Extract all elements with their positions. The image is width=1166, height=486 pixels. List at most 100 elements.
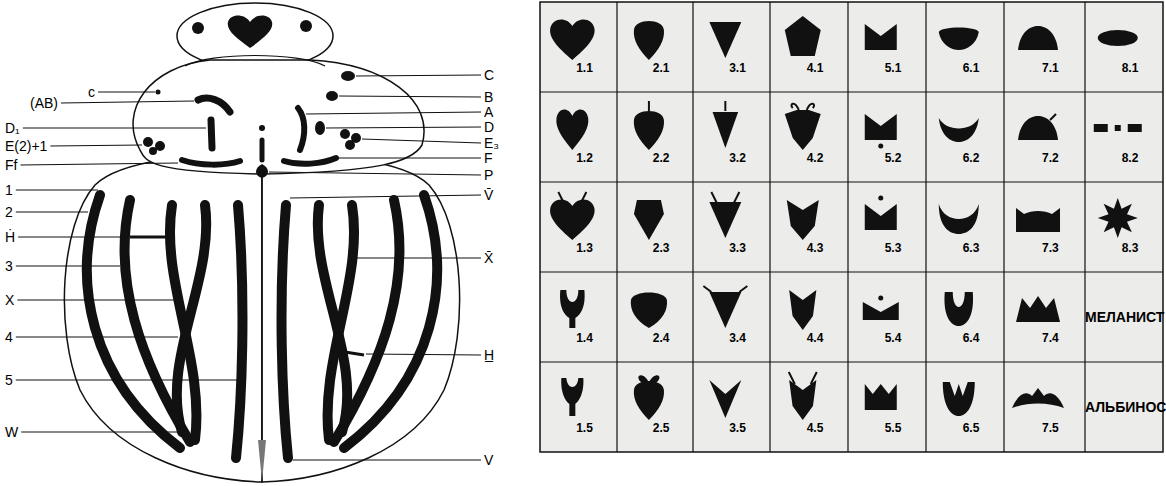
variant-number: 6.1: [963, 60, 980, 76]
leader-line: [18, 237, 128, 238]
variant-shape: [634, 101, 664, 150]
variant-shape: [709, 22, 741, 58]
variant-shape: [1098, 30, 1138, 46]
table-grid: [540, 2, 1163, 452]
head-spot: [192, 22, 204, 34]
leader-line: [326, 127, 481, 128]
variant-class: АЛЬБИНОС: [1085, 399, 1163, 415]
callout-label: 1: [5, 182, 13, 198]
variant-shape: [1094, 124, 1142, 132]
leader-line: [339, 96, 481, 97]
callout-label: H̲: [484, 347, 494, 363]
variant-number: 2.1: [653, 60, 670, 76]
variant-number: 6.5: [963, 420, 980, 436]
variant-number: 3.1: [729, 60, 746, 76]
variant-number: 2.3: [653, 240, 670, 256]
variant-shape: [785, 104, 821, 150]
variant-number: 2.4: [653, 330, 670, 346]
variant-number: 5.2: [885, 150, 902, 166]
variant-table: [540, 2, 1163, 452]
callout-label: c: [88, 84, 95, 100]
variant-number: 5.1: [885, 60, 902, 76]
leader-line: [306, 112, 481, 114]
variant-shape: [1016, 208, 1060, 232]
head-heart-spot: [228, 16, 273, 48]
variant-shape: [789, 290, 816, 330]
leader-line: [20, 163, 178, 165]
callout-label: 5: [5, 372, 13, 388]
variant-shape: [1018, 26, 1058, 50]
variant-shape: [939, 28, 979, 51]
variant-number: 2.5: [653, 420, 670, 436]
callout-label: Ff: [5, 157, 17, 173]
variant-shape: [943, 382, 975, 416]
variant-number: 1.2: [576, 150, 593, 166]
variant-shape: [709, 192, 741, 238]
variant-number: 7.5: [1042, 420, 1059, 436]
variant-number: 7.1: [1042, 60, 1059, 76]
leader-line: [23, 128, 206, 129]
callout-label: W: [5, 424, 18, 440]
callout-label: F: [484, 150, 493, 166]
leader-line: [21, 432, 178, 433]
leader-line: [50, 145, 142, 146]
variant-number: 5.5: [885, 420, 902, 436]
suture-tip: [258, 440, 266, 482]
leader-line: [16, 190, 98, 191]
leader-line: [98, 92, 155, 93]
variant-number: 3.5: [729, 420, 746, 436]
callout-label: C: [484, 67, 494, 83]
variant-number: 1.3: [576, 240, 593, 256]
callout-label: A: [484, 104, 493, 120]
variant-number: 5.3: [885, 240, 902, 256]
variant-shape: [634, 21, 664, 60]
variant-number: 6.4: [963, 330, 980, 346]
variant-shape: [787, 200, 819, 240]
callout-label: X̄: [484, 250, 493, 266]
callout-label: D: [484, 119, 494, 135]
callout-label: P: [484, 167, 493, 183]
variant-shape: [550, 192, 595, 240]
variant-shape: [1016, 296, 1060, 322]
callout-label: E₃: [484, 135, 499, 151]
variant-shape: [939, 204, 979, 234]
variant-number: 8.1: [1122, 60, 1139, 76]
variant-number: 5.4: [885, 330, 902, 346]
variant-number: 8.2: [1122, 150, 1139, 166]
variant-number: 6.2: [963, 150, 980, 166]
leader-line: [16, 266, 120, 267]
variant-number: 4.3: [807, 240, 824, 256]
variant-number: 1.5: [576, 420, 593, 436]
variant-class: МЕЛАНИСТ: [1085, 309, 1163, 325]
callout-label: V: [484, 452, 493, 468]
callout-label: (AB): [30, 95, 58, 111]
variant-shape: [713, 101, 739, 148]
variant-shape: [631, 293, 667, 329]
variant-shape: [865, 196, 897, 231]
leader-line: [61, 101, 194, 103]
variant-shape: [865, 114, 897, 149]
variant-shape: [709, 380, 741, 418]
variant-shape: [703, 286, 747, 328]
variant-shape: [865, 384, 897, 410]
callout-label: B: [484, 89, 493, 105]
variant-shape: [785, 16, 821, 56]
variant-shape: [863, 296, 899, 321]
elytra-suture: [261, 170, 262, 482]
callout-label: E(2)+1: [5, 138, 47, 154]
variant-number: 4.1: [807, 60, 824, 76]
variant-shape: [944, 292, 973, 326]
variant-number: 1.4: [576, 330, 593, 346]
pronotum-spots: [143, 71, 361, 178]
variant-shape: [1098, 198, 1138, 238]
variant-number: 7.3: [1042, 240, 1059, 256]
variant-shape: [939, 118, 979, 142]
variant-number: 7.4: [1042, 330, 1059, 346]
right-elytron: [262, 154, 460, 482]
variant-number: 8.3: [1122, 240, 1139, 256]
beetle-drawing: [64, 3, 459, 482]
callout-label: 3: [5, 258, 13, 274]
variant-number: 1.1: [576, 60, 593, 76]
